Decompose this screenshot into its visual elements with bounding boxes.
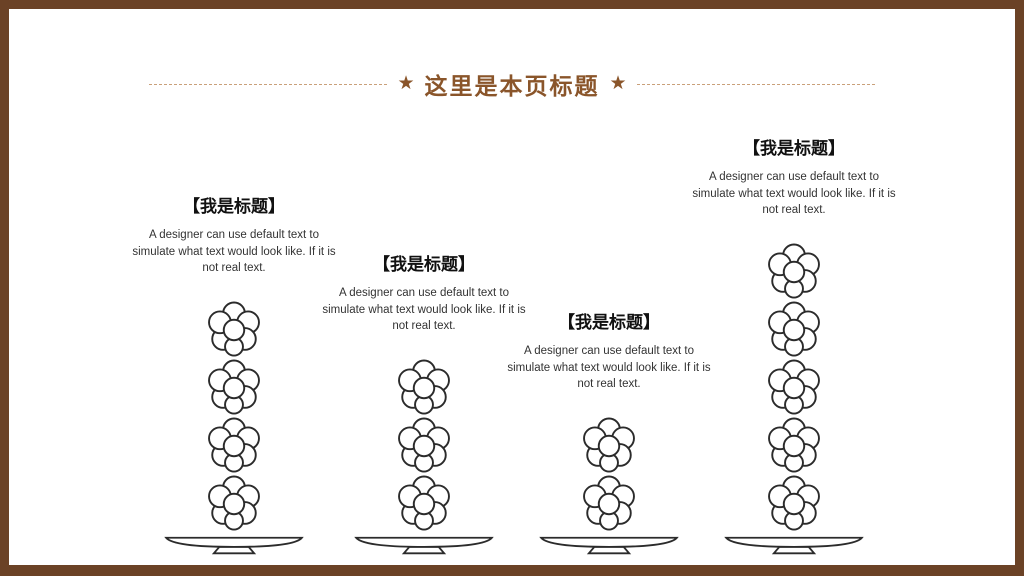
flower-stack [202, 301, 266, 533]
flower-icon [768, 243, 820, 299]
slide-header: ★ 这里是本页标题 ★ [9, 67, 1015, 101]
flower-stack [577, 417, 641, 533]
plate-icon [354, 536, 494, 555]
column-body-text: A designer can use default text to simul… [322, 286, 526, 333]
plate-icon [164, 536, 304, 555]
plate [349, 533, 499, 557]
flower-icon [583, 417, 635, 473]
plate-icon [539, 536, 679, 555]
flower-icon [583, 475, 635, 531]
plate [719, 533, 869, 557]
flower-stack [762, 243, 826, 533]
star-icon: ★ [397, 72, 415, 94]
flower-icon [768, 417, 820, 473]
chart-column-2: 【我是标题】 A designer can use default text t… [309, 250, 539, 557]
plate [534, 533, 684, 557]
left-dashed-divider [149, 83, 388, 85]
column-heading: 【我是标题】 [183, 196, 285, 216]
page-title: 这里是本页标题 [424, 73, 600, 99]
chart-column-1: 【我是标题】 A designer can use default text t… [119, 192, 349, 557]
plate [159, 533, 309, 557]
column-heading: 【我是标题】 [373, 254, 475, 274]
flower-icon [398, 359, 450, 415]
flower-icon [398, 417, 450, 473]
flower-icon [768, 475, 820, 531]
chart-column-4: 【我是标题】 A designer can use default text t… [679, 134, 909, 557]
flower-icon [208, 475, 260, 531]
flower-icon [208, 359, 260, 415]
column-body-text: A designer can use default text to simul… [507, 344, 711, 391]
column-heading: 【我是标题】 [558, 312, 660, 332]
flower-icon [398, 475, 450, 531]
flower-icon [208, 417, 260, 473]
plate-icon [724, 536, 864, 555]
flower-icon [768, 359, 820, 415]
column-heading: 【我是标题】 [743, 138, 845, 158]
star-icon: ★ [609, 72, 627, 94]
flower-icon [208, 301, 260, 357]
right-dashed-divider [636, 83, 875, 85]
flower-icon [768, 301, 820, 357]
flower-stack [392, 359, 456, 533]
column-body-text: A designer can use default text to simul… [692, 170, 896, 217]
chart-column-3: 【我是标题】 A designer can use default text t… [494, 308, 724, 557]
column-body-text: A designer can use default text to simul… [132, 228, 336, 275]
